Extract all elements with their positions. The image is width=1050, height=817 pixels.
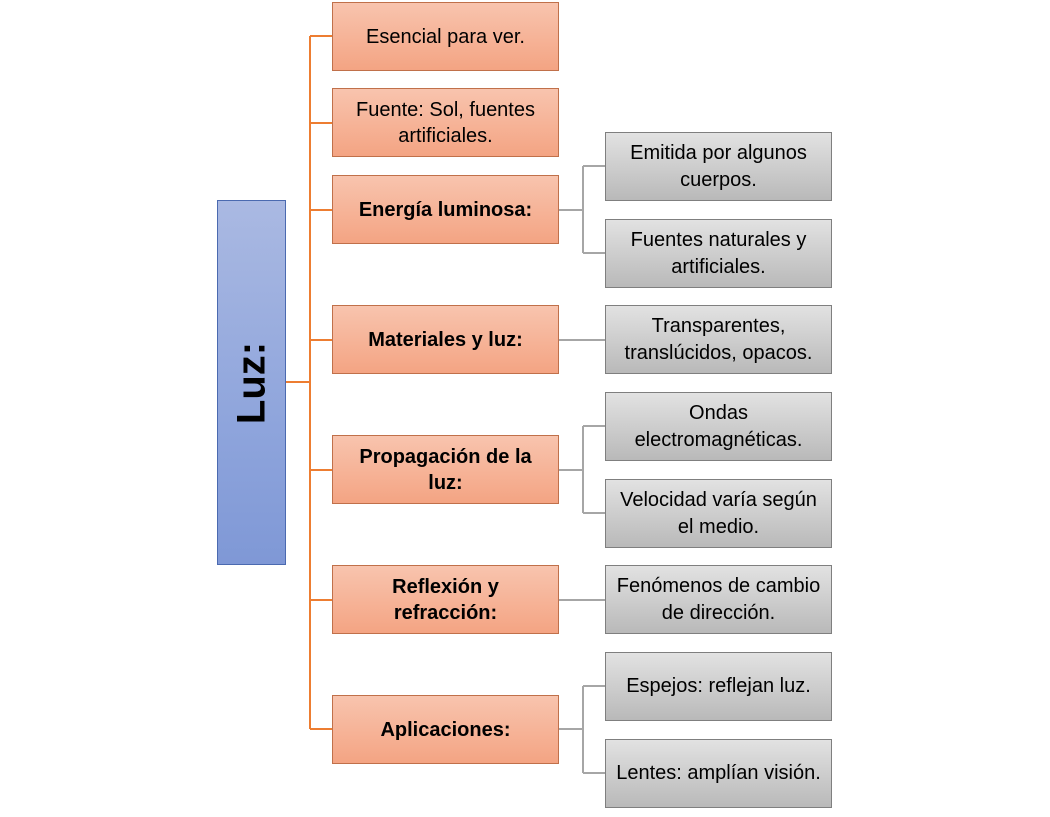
leaf-node: Velocidad varía según el medio. — [605, 479, 832, 548]
branch-node: Energía luminosa: — [332, 175, 559, 244]
branch-node: Aplicaciones: — [332, 695, 559, 764]
branch-node: Reflexión y refracción: — [332, 565, 559, 634]
branch-node: Fuente: Sol, fuentes artificiales. — [332, 88, 559, 157]
branch-node: Materiales y luz: — [332, 305, 559, 374]
branch-node: Esencial para ver. — [332, 2, 559, 71]
root-label: Luz: — [229, 341, 273, 424]
leaf-node: Lentes: amplían visión. — [605, 739, 832, 808]
leaf-node: Espejos: reflejan luz. — [605, 652, 832, 721]
leaf-node: Transparentes, translúcidos, opacos. — [605, 305, 832, 374]
leaf-node: Ondas electromagnéticas. — [605, 392, 832, 461]
root-node: Luz: — [217, 200, 286, 565]
leaf-node: Fenómenos de cambio de dirección. — [605, 565, 832, 634]
leaf-node: Fuentes naturales y artificiales. — [605, 219, 832, 288]
leaf-node: Emitida por algunos cuerpos. — [605, 132, 832, 201]
branch-node: Propagación de la luz: — [332, 435, 559, 504]
